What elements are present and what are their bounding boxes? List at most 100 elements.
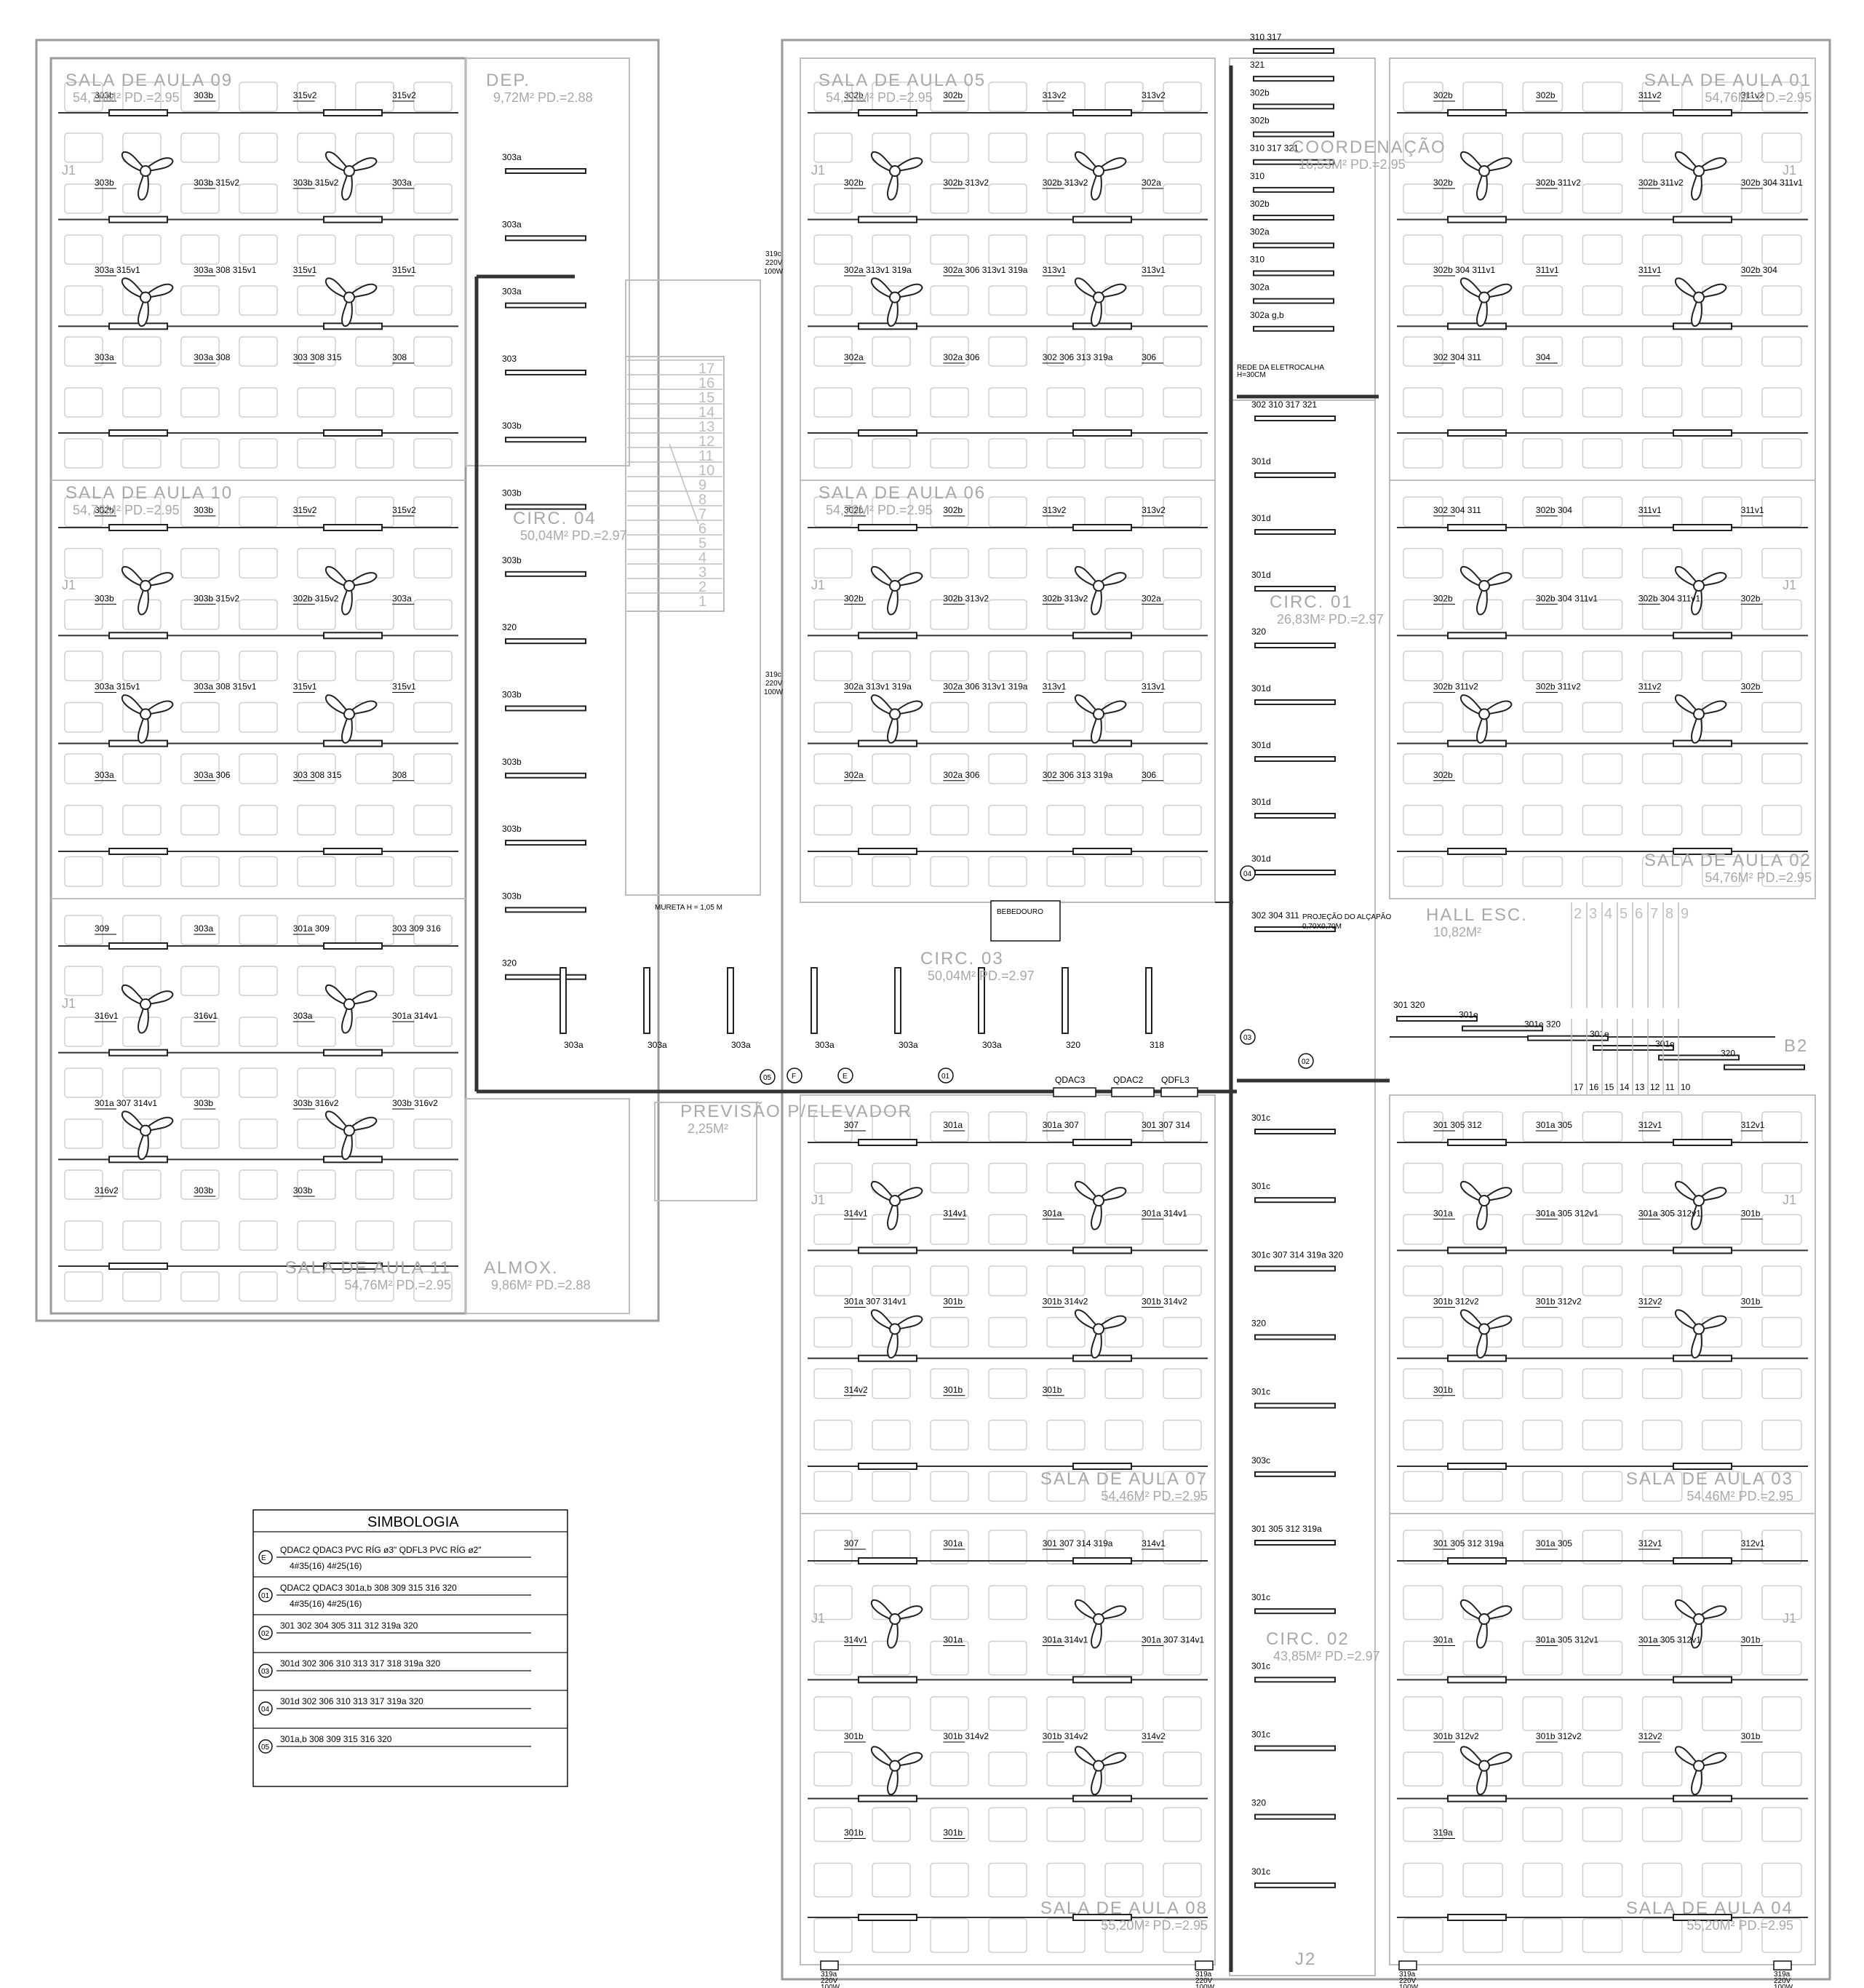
stair-number: 5 — [1620, 906, 1628, 922]
student-desk — [813, 599, 853, 630]
corridor-luminaires: 302 310 317 321301d301d301d320301d301d30… — [502, 32, 1805, 1888]
student-desk — [1163, 651, 1202, 682]
student-desk — [64, 966, 103, 996]
student-desk — [1163, 234, 1202, 265]
student-desk — [1403, 81, 1443, 112]
student-desk — [1701, 1265, 1742, 1297]
circuit-tag: 301d — [1251, 513, 1271, 523]
student-desk — [1403, 1640, 1443, 1676]
student-desk — [1522, 1696, 1564, 1731]
marker-04 — [1240, 865, 1256, 881]
legend-row-sub: 4#35(16) 4#25(16) — [290, 1561, 362, 1571]
student-desk — [1403, 1807, 1443, 1842]
circuit-tag: 320 — [1721, 1049, 1735, 1059]
corridor-luminaire — [1253, 48, 1334, 54]
circuit-tag: 303a — [95, 770, 114, 780]
student-desk — [1462, 1265, 1504, 1297]
circuit-tag: 310 — [1250, 254, 1264, 264]
student-desk — [1104, 1696, 1144, 1731]
circuit-tag: 303a — [982, 1040, 1002, 1050]
student-desk — [1163, 1640, 1202, 1676]
circuit-tag: 314v1 — [844, 1635, 868, 1645]
luminaire — [108, 942, 168, 950]
ceiling-fan-icon — [121, 984, 174, 1034]
student-desk — [1104, 496, 1144, 528]
circuit-tag: 303 308 315 — [293, 770, 342, 780]
student-desk — [413, 805, 453, 836]
student-desk — [813, 805, 853, 836]
ceiling-fan-icon — [870, 694, 923, 744]
student-desk — [930, 1111, 969, 1142]
corridor-luminaire — [978, 967, 985, 1034]
power-tag-2: 220V — [765, 259, 783, 267]
circuit-tag: 302b — [844, 178, 864, 188]
student-desk — [1641, 387, 1683, 418]
corridor-luminaire — [1254, 813, 1336, 819]
stair-number: 14 — [1620, 1082, 1630, 1092]
ceiling-fan-icon — [870, 151, 923, 201]
luminaire — [1673, 109, 1732, 116]
student-desk — [355, 183, 394, 214]
ceiling-fan-icon — [1674, 1180, 1727, 1230]
student-desk — [1641, 132, 1683, 163]
student-desk — [988, 856, 1027, 887]
student-desk — [1163, 285, 1202, 316]
student-desk — [1641, 81, 1683, 112]
stair-number: 11 — [1665, 1082, 1675, 1092]
student-desk — [297, 915, 336, 945]
ceiling-fan-icon — [1459, 694, 1513, 744]
student-desk — [64, 183, 103, 214]
ceiling-fan-icon — [1074, 1599, 1127, 1649]
student-desk — [1582, 81, 1623, 112]
corridor-luminaire — [1253, 76, 1334, 82]
student-desk — [1462, 438, 1504, 469]
student-desk — [239, 234, 278, 265]
student-desk — [1046, 1316, 1086, 1348]
student-desk — [1641, 805, 1683, 836]
luminaire — [1447, 848, 1507, 855]
student-desk — [1701, 183, 1742, 214]
student-desk — [1701, 1807, 1742, 1842]
circuit-tag: 303b — [502, 555, 522, 565]
student-desk — [1046, 336, 1086, 367]
student-desk — [930, 1640, 969, 1676]
student-desk — [1462, 132, 1504, 163]
student-desk — [1104, 1368, 1144, 1399]
j1-label: J1 — [62, 996, 76, 1011]
stair-number: 3 — [698, 565, 706, 581]
student-desk — [1522, 547, 1564, 578]
luminaire — [1072, 1463, 1132, 1470]
circuit-tag: 302b 311v2 — [1638, 178, 1684, 188]
student-desk — [1761, 1640, 1802, 1676]
student-desk — [180, 387, 220, 418]
student-desk — [1582, 1585, 1623, 1621]
student-desk — [1163, 336, 1202, 367]
student-desk — [813, 1862, 853, 1898]
corridor-luminaire — [1254, 1745, 1336, 1752]
student-desk — [1163, 1420, 1202, 1451]
luminaire — [1447, 1139, 1507, 1146]
stair-number: 10 — [1681, 1082, 1691, 1092]
corridor-luminaire — [1254, 699, 1336, 705]
student-desk — [1403, 387, 1443, 418]
projecao-dim: 0,70X0,70M — [1302, 923, 1342, 931]
student-desk — [413, 234, 453, 265]
student-desk — [1641, 1111, 1683, 1142]
student-desk — [1522, 1420, 1564, 1451]
student-desk — [988, 387, 1027, 418]
marker-04-label: 04 — [1243, 870, 1252, 878]
stair-number: 9 — [698, 477, 706, 493]
student-desk — [1163, 1585, 1202, 1621]
student-desk — [1403, 1585, 1443, 1621]
circuit-tag: 302b — [844, 593, 864, 603]
student-desk — [1701, 438, 1742, 469]
student-desk — [1641, 496, 1683, 528]
room-name: SALA DE AULA 03 — [1626, 1469, 1793, 1489]
student-desk — [180, 1067, 220, 1098]
corridor-luminaire — [1527, 1035, 1609, 1041]
student-desk — [872, 336, 911, 367]
student-desk — [988, 1530, 1027, 1564]
student-desk — [1522, 1162, 1564, 1193]
ceiling-fans — [121, 151, 1727, 1796]
